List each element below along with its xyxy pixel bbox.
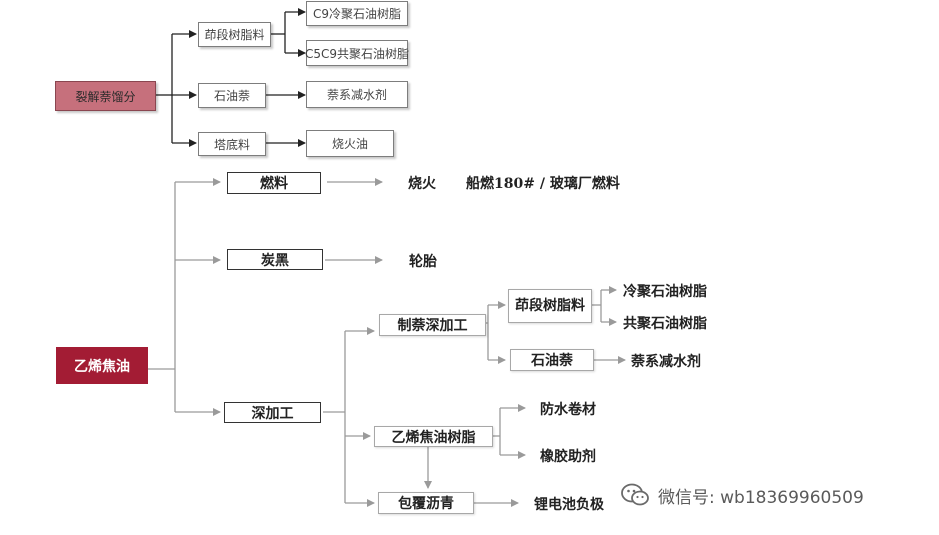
node-petroleum-naphthalene: 石油萘 xyxy=(198,83,266,108)
node-fuel: 燃料 xyxy=(227,172,321,194)
watermark-text: 微信号: wb18369960509 xyxy=(658,487,864,508)
label-burning: 烧火 xyxy=(408,176,436,192)
label-superplasticizer: 萘系减水剂 xyxy=(631,354,701,370)
node-carbon-black: 炭黑 xyxy=(227,249,323,270)
node-naphthalene-processing: 制萘深加工 xyxy=(379,314,486,336)
node-indene-resin-feed: 茚段树脂料 xyxy=(198,22,271,47)
label-tires: 轮胎 xyxy=(409,254,437,270)
node-naphthalene-superplasticizer: 萘系减水剂 xyxy=(306,81,408,108)
node-c5c9-co-resin: C5C9共聚石油树脂 xyxy=(305,40,409,66)
label-co-resin: 共聚石油树脂 xyxy=(623,316,707,332)
node-ethylene-tar: 乙烯焦油 xyxy=(56,347,148,384)
wechat-icon xyxy=(621,483,649,506)
label-ship-fuel: 船燃180# / 玻璃厂燃料 xyxy=(466,176,620,192)
node-petro-naphthalene: 石油萘 xyxy=(510,349,594,371)
label-battery-anode: 锂电池负极 xyxy=(534,497,604,513)
node-deep-processing: 深加工 xyxy=(224,402,321,423)
node-c9-cold-resin: C9冷聚石油树脂 xyxy=(306,1,408,26)
node-burning-oil: 烧火油 xyxy=(306,130,394,157)
node-indene-resin: 茚段树脂料 xyxy=(508,289,592,323)
node-tower-bottom: 塔底料 xyxy=(198,132,266,156)
label-rubber-additive: 橡胶助剂 xyxy=(540,449,596,465)
node-ethylene-tar-resin: 乙烯焦油树脂 xyxy=(374,426,493,447)
label-cold-resin: 冷聚石油树脂 xyxy=(623,284,707,300)
label-waterproof-membrane: 防水卷材 xyxy=(540,402,596,418)
node-cracked-naphthalene-fraction: 裂解萘馏分 xyxy=(55,81,156,111)
node-coated-asphalt: 包覆沥青 xyxy=(378,492,474,514)
wechat-watermark: 微信号: wb18369960509 xyxy=(620,482,864,508)
